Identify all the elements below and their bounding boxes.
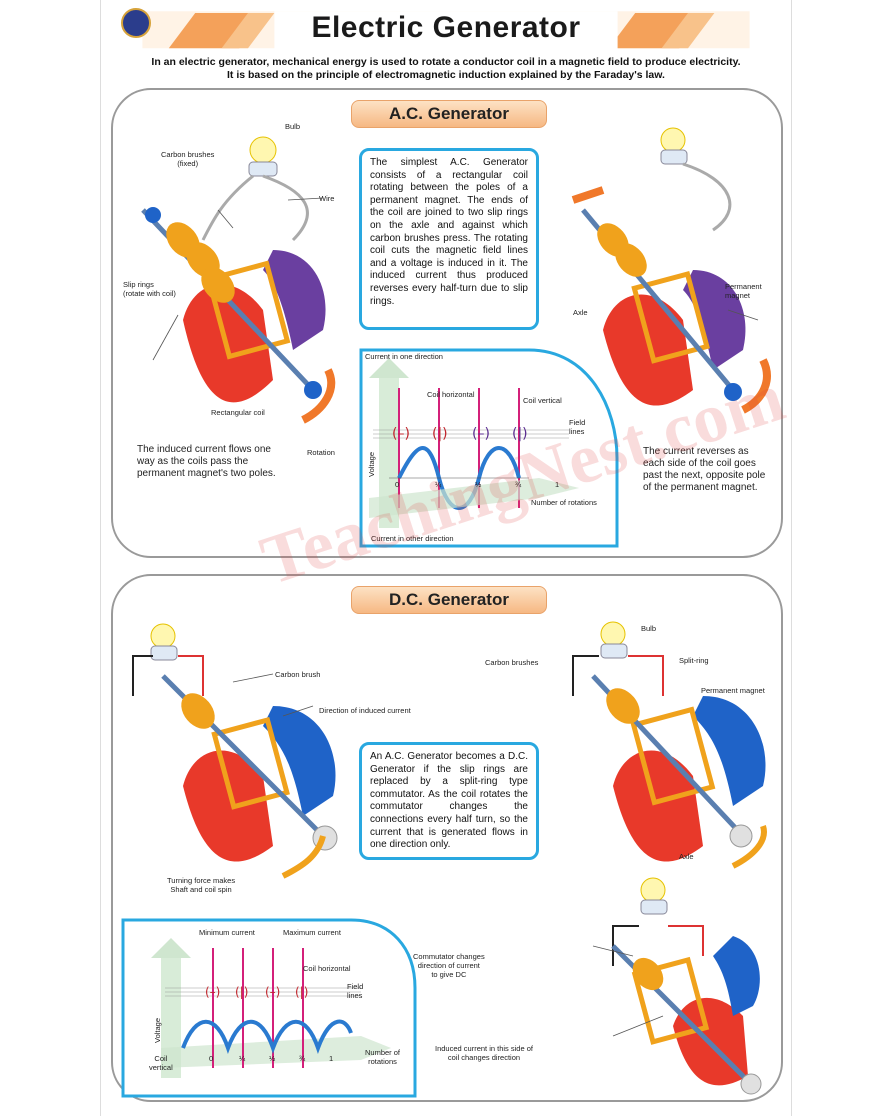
page-title: Electric Generator [311,11,581,44]
coil-position-icons: (–) (|) (–) (|) [392,426,528,442]
dc-label-axle: Axle [679,852,694,861]
svg-text:(–): (–) [472,426,490,442]
dc-label-carbon-brush: Carbon brush [275,670,321,679]
ac-graph-label-coil-horizontal: Coil horizontal [427,390,475,399]
ac-label-wire: Wire [319,194,335,203]
ac-generator-illustration-right [571,127,771,414]
dc-generator-illustration-left [132,623,338,879]
intro-line-2: It is based on the principle of electrom… [227,69,665,81]
ac-label-rotation: Rotation [307,448,335,457]
ac-label-carbon-brushes: Carbon brushes (fixed) [161,150,215,168]
dc-graph-label-coil-vertical: Coil vertical [149,1054,173,1072]
dc-label-bulb: Bulb [641,624,657,633]
svg-text:(|): (|) [432,426,448,442]
dc-description-box: An A.C. Generator becomes a D.C. Generat… [359,742,539,860]
ac-note-right: The current reverses as each side of the… [643,446,766,493]
ac-label-rectangular-coil: Rectangular coil [211,408,265,417]
ac-graph-label-bottom: Current in other direction [371,534,454,543]
publisher-logo-icon [121,8,151,38]
poster: Electric Generator In an electric genera… [100,0,793,1116]
intro-text: In an electric generator, mechanical ene… [111,56,781,82]
dc-label-permanent-magnet: Permanent magnet [701,686,765,695]
dc-label-turning-force: Turning force makes Shaft and coil spin [167,876,236,894]
dc-graph-label-coil-horizontal: Coil horizontal [303,964,351,973]
ac-generator-panel: A.C. Generator Bulb Carbon brushes (fixe… [111,88,783,558]
ac-heading: A.C. Generator [351,100,547,128]
dc-generator-illustration-bottom [592,877,762,1095]
ac-graph-label-rotations: Number of rotations [531,498,597,507]
dc-label-direction-induced-current: Direction of induced current [319,706,411,715]
ac-note-left: The induced current flows one way as the… [137,444,276,479]
dc-graph-label-field: Field lines [347,982,364,1000]
intro-line-1: In an electric generator, mechanical ene… [151,56,741,68]
dc-coil-position-icons: (–) (|) (–) (|) [205,985,308,999]
svg-text:(–): (–) [205,985,220,999]
dc-graph-label-min-current: Minimum current [199,928,255,937]
dc-label-split-ring: Split-ring [679,656,709,665]
ac-generator-illustration-left [141,136,336,424]
ac-description-box: The simplest A.C. Generator consists of … [359,148,539,330]
ac-label-bulb: Bulb [285,122,301,131]
dc-graph-label-voltage: Voltage [153,1017,163,1044]
ac-graph-label-voltage: Voltage [367,451,377,478]
ac-graph-label-coil-vertical: Coil vertical [523,396,562,405]
dc-heading: D.C. Generator [351,586,547,614]
svg-text:(|): (|) [512,426,528,442]
ac-label-slip-rings: Slip rings (rotate with coil) [123,280,176,298]
ac-voltage-graph: (–) (|) (–) (|) [359,348,619,548]
svg-text:(–): (–) [265,985,280,999]
dc-label-commutator: Commutator changes direction of current … [413,952,485,979]
dc-generator-panel: D.C. Generator Carbon brush Direction of… [111,574,783,1102]
dc-generator-illustration-right [572,621,767,869]
dc-graph-label-rotations: Number of rotations [365,1048,401,1066]
dc-label-induced-current: Induced current in this side of coil cha… [435,1044,533,1062]
ac-graph-label-field: Field lines [569,418,586,436]
ac-label-permanent-magnet: Permanent magnet [725,282,762,300]
ac-graph-label-top: Current in one direction [365,352,443,361]
dc-voltage-graph: (–) (|) (–) (|) [121,918,417,1098]
ac-label-axle: Axle [573,308,588,317]
title-band [142,11,750,51]
dc-graph-label-max-current: Maximum current [283,928,341,937]
svg-text:(–): (–) [392,426,410,442]
dc-label-carbon-brushes: Carbon brushes [485,658,539,667]
svg-text:(|): (|) [235,985,248,999]
svg-text:(|): (|) [295,985,308,999]
